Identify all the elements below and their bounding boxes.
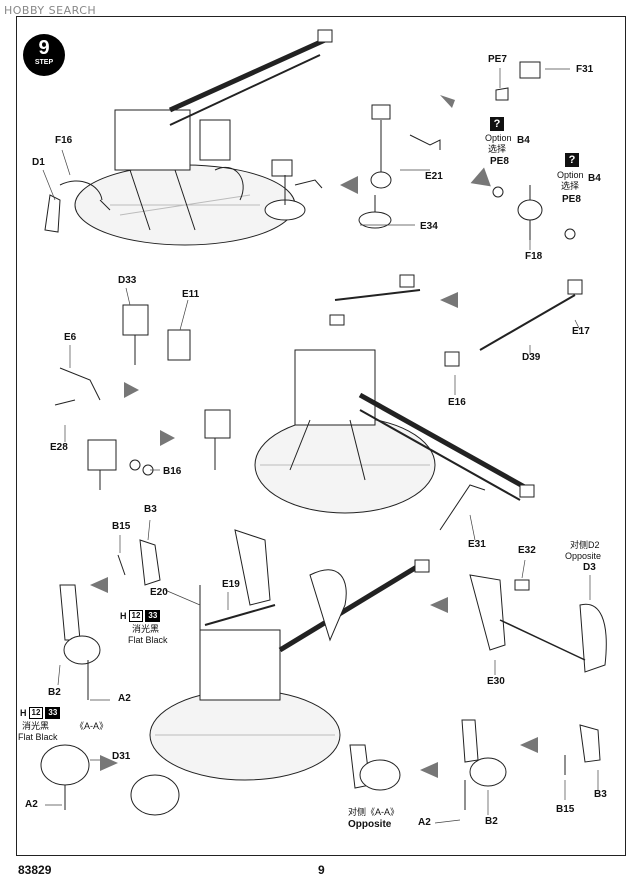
part-label-b15-2: B15: [556, 804, 575, 815]
part-label-b3-2: B3: [594, 789, 607, 800]
part-label-b3-1: B3: [144, 504, 157, 515]
part-label-e34: E34: [420, 221, 438, 232]
part-label-e28: E28: [50, 442, 68, 453]
option-label-1: Option: [485, 133, 512, 143]
part-label-f31: F31: [576, 64, 594, 75]
step-number: 9: [38, 37, 50, 59]
part-label-e32: E32: [518, 545, 536, 556]
gun-assembly-icon-bottom: [149, 529, 430, 781]
section-aa-bottom: 《A-A》: [366, 807, 400, 817]
part-label-e31: E31: [468, 539, 486, 550]
paint-name-en-2: Flat Black: [18, 732, 58, 742]
step-word: STEP: [34, 59, 54, 66]
opposite-aa-en: Opposite: [348, 819, 392, 830]
section-aa-left: 《A-A》: [75, 721, 109, 731]
part-label-pe8-2: PE8: [562, 194, 581, 205]
paint-name-en-1: Flat Black: [128, 635, 168, 645]
part-label-f16: F16: [55, 135, 73, 146]
part-label-e20: E20: [150, 587, 168, 598]
part-label-e11: E11: [182, 289, 200, 300]
opposite-aa-cn: 对侧《A-A》: [348, 808, 399, 817]
part-label-e6: E6: [64, 332, 77, 343]
part-label-e16: E16: [448, 397, 466, 408]
opposite-cn: 对侧: [348, 807, 367, 817]
part-label-e19: E19: [222, 579, 240, 590]
subassembly-f18: [492, 61, 576, 240]
gun-assembly-icon: [74, 29, 333, 246]
opposite-d2-en: Opposite: [565, 551, 602, 561]
gun-assembly-icon-middle: [254, 274, 535, 514]
step-badge-icon: 9 STEP: [23, 34, 65, 76]
page-frame: [16, 16, 626, 856]
option-label-2-cn: 选择: [561, 181, 580, 191]
paint-name-cn-1: 消光黑: [132, 624, 160, 634]
paint-code-33-2: 33: [45, 707, 61, 719]
part-label-e21: E21: [425, 171, 443, 182]
part-label-pe8-1: PE8: [490, 156, 509, 167]
paint-code-33: 33: [145, 610, 161, 622]
part-label-a2-1: A2: [118, 693, 131, 704]
part-label-a2-3: A2: [418, 817, 431, 828]
part-label-b4-2: B4: [588, 173, 601, 184]
page-number: 9: [318, 863, 325, 877]
watermark: HOBBY SEARCH: [4, 4, 97, 17]
part-label-b2-1: B2: [48, 687, 61, 698]
part-label-pe7: PE7: [488, 54, 507, 65]
opposite-d2-cn: 对侧D2: [570, 540, 600, 550]
paint-code-12: 12: [128, 610, 144, 622]
part-label-a2-2: A2: [25, 799, 38, 810]
part-label-d39: D39: [522, 352, 541, 363]
option-label-2: Option: [557, 170, 584, 180]
paint-code-h-2: H: [20, 708, 27, 718]
kit-number: 83829: [18, 863, 52, 877]
part-label-b15-1: B15: [112, 521, 131, 532]
part-label-e17: E17: [572, 326, 590, 337]
subassembly-e34: [264, 159, 323, 221]
paint-name-cn-2: 消光黑: [22, 721, 50, 731]
paint-callout-1: H 12 33: [120, 610, 161, 622]
part-label-d3: D3: [583, 562, 596, 573]
arrow-icon: [90, 95, 538, 778]
option-label-1-cn: 选择: [488, 144, 507, 154]
part-label-d31: D31: [112, 751, 131, 762]
paint-callout-2: H 12 33: [20, 707, 61, 719]
part-label-f18: F18: [525, 251, 543, 262]
paint-code-12-2: 12: [28, 707, 44, 719]
part-label-e30: E30: [487, 676, 505, 687]
part-label-b16: B16: [163, 466, 182, 477]
part-label-d33: D33: [118, 275, 137, 286]
part-label-d1: D1: [32, 157, 45, 168]
paint-code-h: H: [120, 611, 127, 621]
subassembly-e21: [358, 104, 441, 229]
part-label-b4-1: B4: [517, 135, 530, 146]
option-question-icon: ?: [565, 153, 579, 167]
option-question-icon: ?: [490, 117, 504, 131]
part-label-b2-2: B2: [485, 816, 498, 827]
